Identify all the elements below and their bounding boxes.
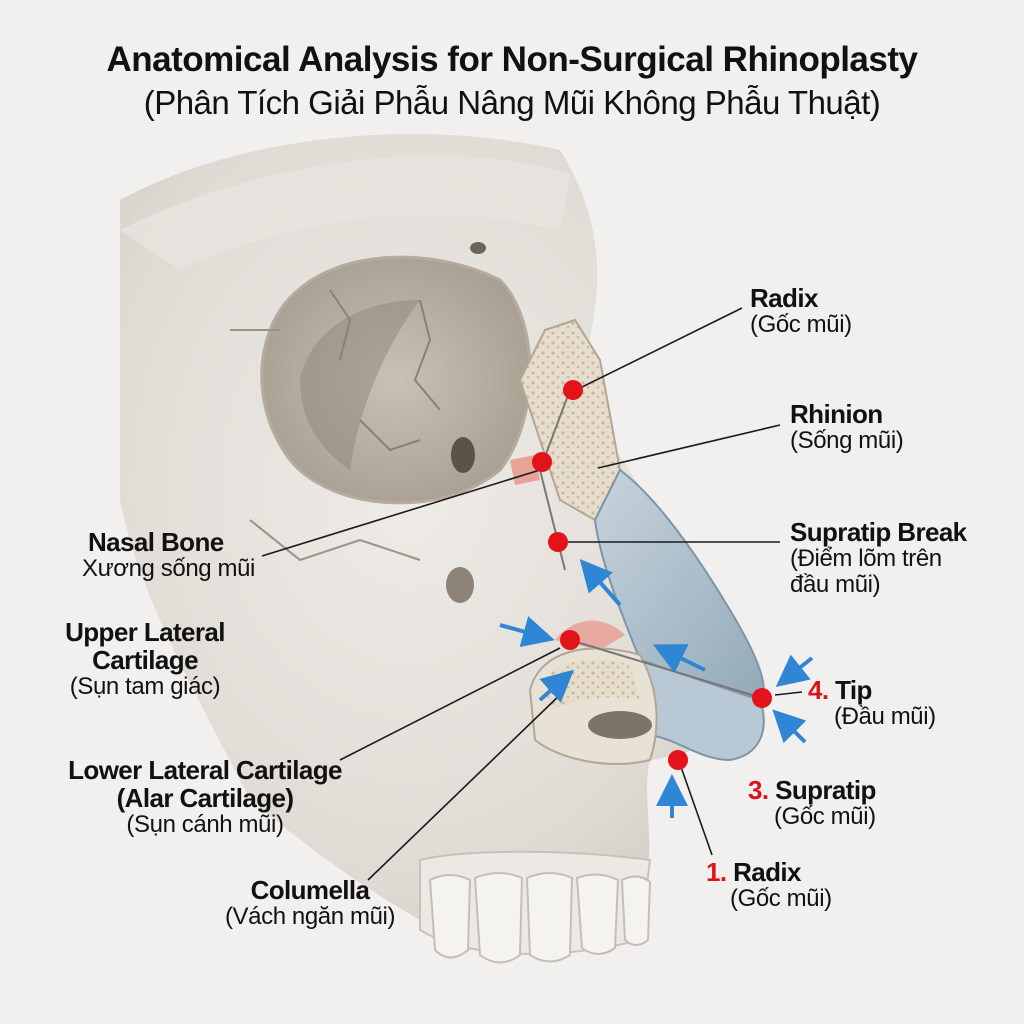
marker-supratip-break: [548, 532, 568, 552]
label-rhinion: Rhinion (Sống mũi): [790, 399, 904, 455]
alar-cartilage-shape: [638, 658, 765, 762]
label-supratip-break: Supratip Break (Điểm lõm trên đầu mũi): [790, 517, 967, 598]
teeth: [428, 872, 652, 964]
label-radix: Radix (Gốc mũi): [750, 283, 852, 339]
label-upper-lateral-cartilage: Upper Lateral Cartilage (Sụn tam giác): [65, 617, 225, 701]
diagram-title: Anatomical Analysis for Non-Surgical Rhi…: [106, 40, 918, 79]
marker-rhinion: [532, 452, 552, 472]
red-marker-dot: [532, 380, 772, 770]
label-tip: 4. Tip (Đầu mũi): [808, 675, 936, 731]
marker-radix: [563, 380, 583, 400]
label-nasal-bone: Nasal Bone Xương sống mũi: [82, 527, 255, 583]
marker-upper-lateral: [560, 630, 580, 650]
marker-tip: [752, 688, 772, 708]
diagram-subtitle: (Phân Tích Giải Phẫu Nâng Mũi Không Phẫu…: [143, 84, 881, 121]
label-radix-1: 1. Radix (Gốc mũi): [706, 857, 832, 913]
label-columella: Columella (Vách ngăn mũi): [224, 875, 396, 931]
marker-columella: [668, 750, 688, 770]
blue-arrow: [499, 558, 814, 818]
label-supratip: 3. Supratip (Gốc mũi): [748, 775, 876, 831]
leader-lines: [261, 307, 803, 881]
label-lower-lateral-cartilage: Lower Lateral Cartilage (Alar Cartilage)…: [68, 755, 342, 839]
